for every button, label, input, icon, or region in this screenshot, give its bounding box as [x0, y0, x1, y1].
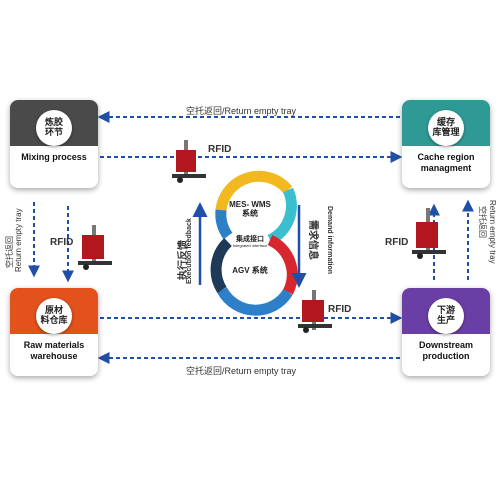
card-mixing-process: 炼胶 环节 Mixing process	[10, 100, 98, 188]
forklift-icon	[172, 140, 206, 183]
box-icon: 原材 料仓库	[36, 298, 72, 334]
integrated-interface-zh: 集成接口	[236, 236, 264, 243]
forklift-icon	[78, 225, 112, 270]
card-label: Downstream production	[418, 340, 473, 361]
rfid-label-bottom: RFID	[328, 304, 352, 315]
return-tray-label-bottom: 空托返回/Return empty tray	[186, 366, 297, 376]
mes-wms-system-label: MES- WMS 系统	[229, 200, 271, 218]
card-label: Mixing process	[21, 152, 87, 162]
demand-information-en: Demand information	[326, 206, 333, 275]
card-raw-materials: 原材 料仓库 Raw materials warehouse	[10, 288, 98, 376]
rfid-label-top: RFID	[208, 144, 232, 155]
system-ring	[210, 170, 298, 316]
rfid-label-left: RFID	[50, 237, 74, 248]
integrated-interface-en: Integrated interface	[232, 243, 268, 248]
forklift-icon	[412, 208, 446, 259]
demand-information-zh: 需求信息	[307, 220, 318, 260]
agv-system-label: AGV 系统	[232, 266, 268, 275]
return-tray-label-right-zh: 空托返回	[478, 206, 487, 238]
card-cache-region: 缓存 库管理 Cache region managment	[402, 100, 490, 188]
card-label: Raw materials warehouse	[23, 340, 85, 361]
execution-feedback-en: Execution feedback	[186, 218, 193, 284]
forklift-icon	[298, 290, 332, 333]
card-label: Cache region managment	[417, 152, 475, 173]
rfid-label-right: RFID	[385, 237, 409, 248]
return-tray-label-right-en: Return empty tray	[488, 200, 497, 264]
return-tray-label-left-en: Return empty tray	[14, 208, 23, 272]
factory-icon: 下游 生产	[428, 298, 464, 334]
gear-icon: 炼胶 环节	[36, 110, 72, 146]
grid-icon: 缓存 库管理	[428, 110, 464, 146]
return-tray-label-top: 空托返回/Return empty tray	[186, 106, 297, 116]
card-downstream: 下游 生产 Downstream production	[402, 288, 490, 376]
